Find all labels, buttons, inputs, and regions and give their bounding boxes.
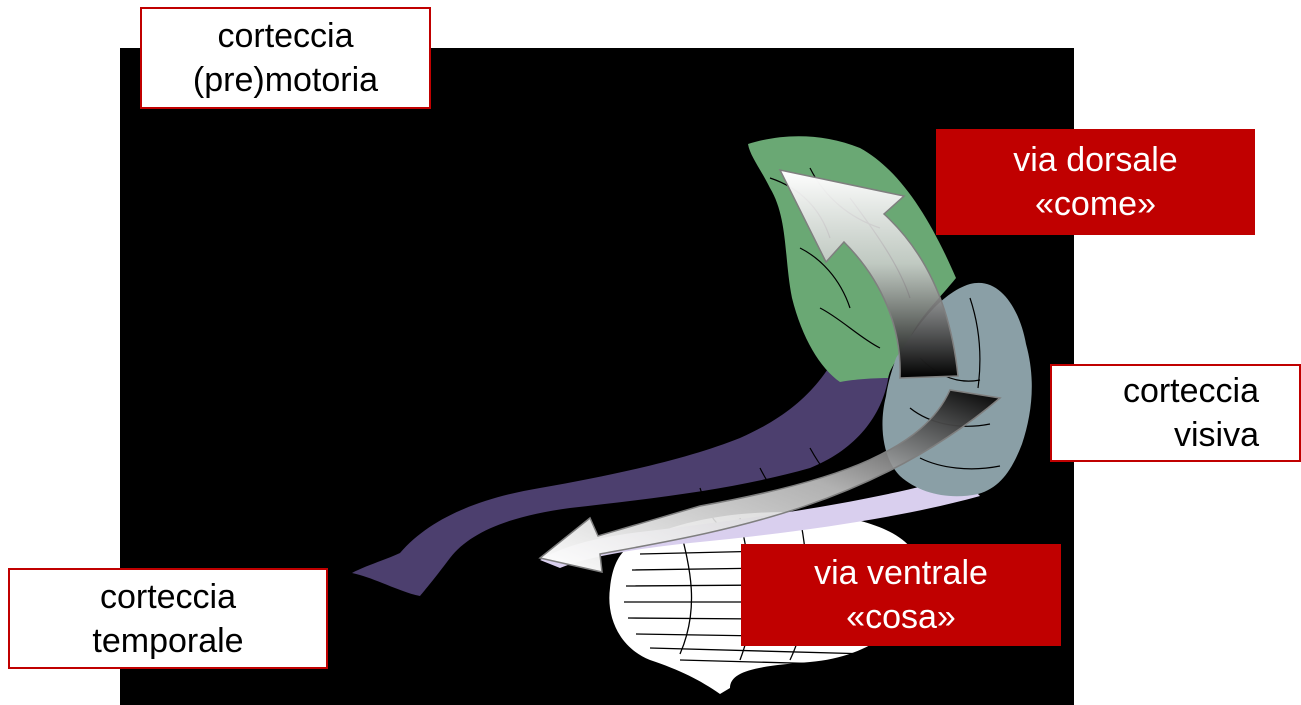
label-premotor-line-2: (pre)motoria	[142, 58, 429, 102]
label-ventral-line-1: via ventrale	[743, 551, 1059, 595]
label-premotor-cortex: corteccia (pre)motoria	[140, 7, 431, 109]
label-visual-line-1: corteccia	[1052, 369, 1259, 413]
label-dorsal-line-2: «come»	[938, 182, 1253, 226]
label-visual-line-2: visiva	[1052, 413, 1259, 457]
label-visual-cortex: corteccia visiva	[1050, 364, 1301, 462]
label-ventral-line-2: «cosa»	[743, 595, 1059, 639]
label-temporal-line-1: corteccia	[10, 575, 326, 619]
label-dorsal-line-1: via dorsale	[938, 138, 1253, 182]
label-temporal-line-2: temporale	[10, 619, 326, 663]
label-premotor-line-1: corteccia	[142, 14, 429, 58]
label-ventral-stream: via ventrale «cosa»	[741, 544, 1061, 646]
label-temporal-cortex: corteccia temporale	[8, 568, 328, 669]
label-dorsal-stream: via dorsale «come»	[936, 129, 1255, 235]
